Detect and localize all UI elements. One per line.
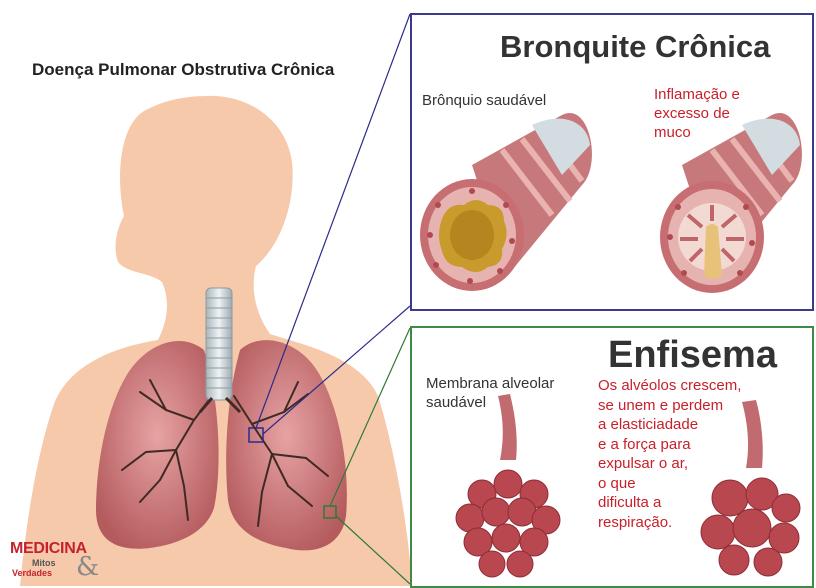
emphysema-description: Os alvéolos crescem, se unem e perdem a … <box>598 376 741 532</box>
emphysema-description-line: Os alvéolos crescem, <box>598 376 741 396</box>
logo-verdades-text: Verdades <box>12 568 52 578</box>
emphysema-description-line: respiração. <box>598 513 741 533</box>
emphysema-panel: Enfisema Membrana alveolar saudável Os a… <box>410 326 814 588</box>
inflamed-bronchus-icon <box>660 113 802 293</box>
bronchi-illustration <box>412 15 812 309</box>
logo-ampersand: & <box>76 552 99 582</box>
bronchitis-panel: Bronquite Crônica Brônquio saudável Infl… <box>410 13 814 311</box>
emphysema-description-line: se unem e perdem <box>598 396 741 416</box>
emphysema-description-line: o que <box>598 474 741 494</box>
medicina-logo: MEDICINA Mitos Verdades & <box>10 540 120 584</box>
emphysema-description-line: dificulta a <box>598 493 741 513</box>
healthy-bronchus-icon <box>420 113 592 291</box>
emphysema-description-line: a elasticiadade <box>598 415 741 435</box>
logo-mitos-text: Mitos <box>32 558 56 568</box>
emphysema-description-line: e a força para <box>598 435 741 455</box>
healthy-alveoli-icon <box>456 394 560 577</box>
emphysema-description-line: expulsar o ar, <box>598 454 741 474</box>
diagram-title: Doença Pulmonar Obstrutiva Crônica <box>32 60 334 80</box>
